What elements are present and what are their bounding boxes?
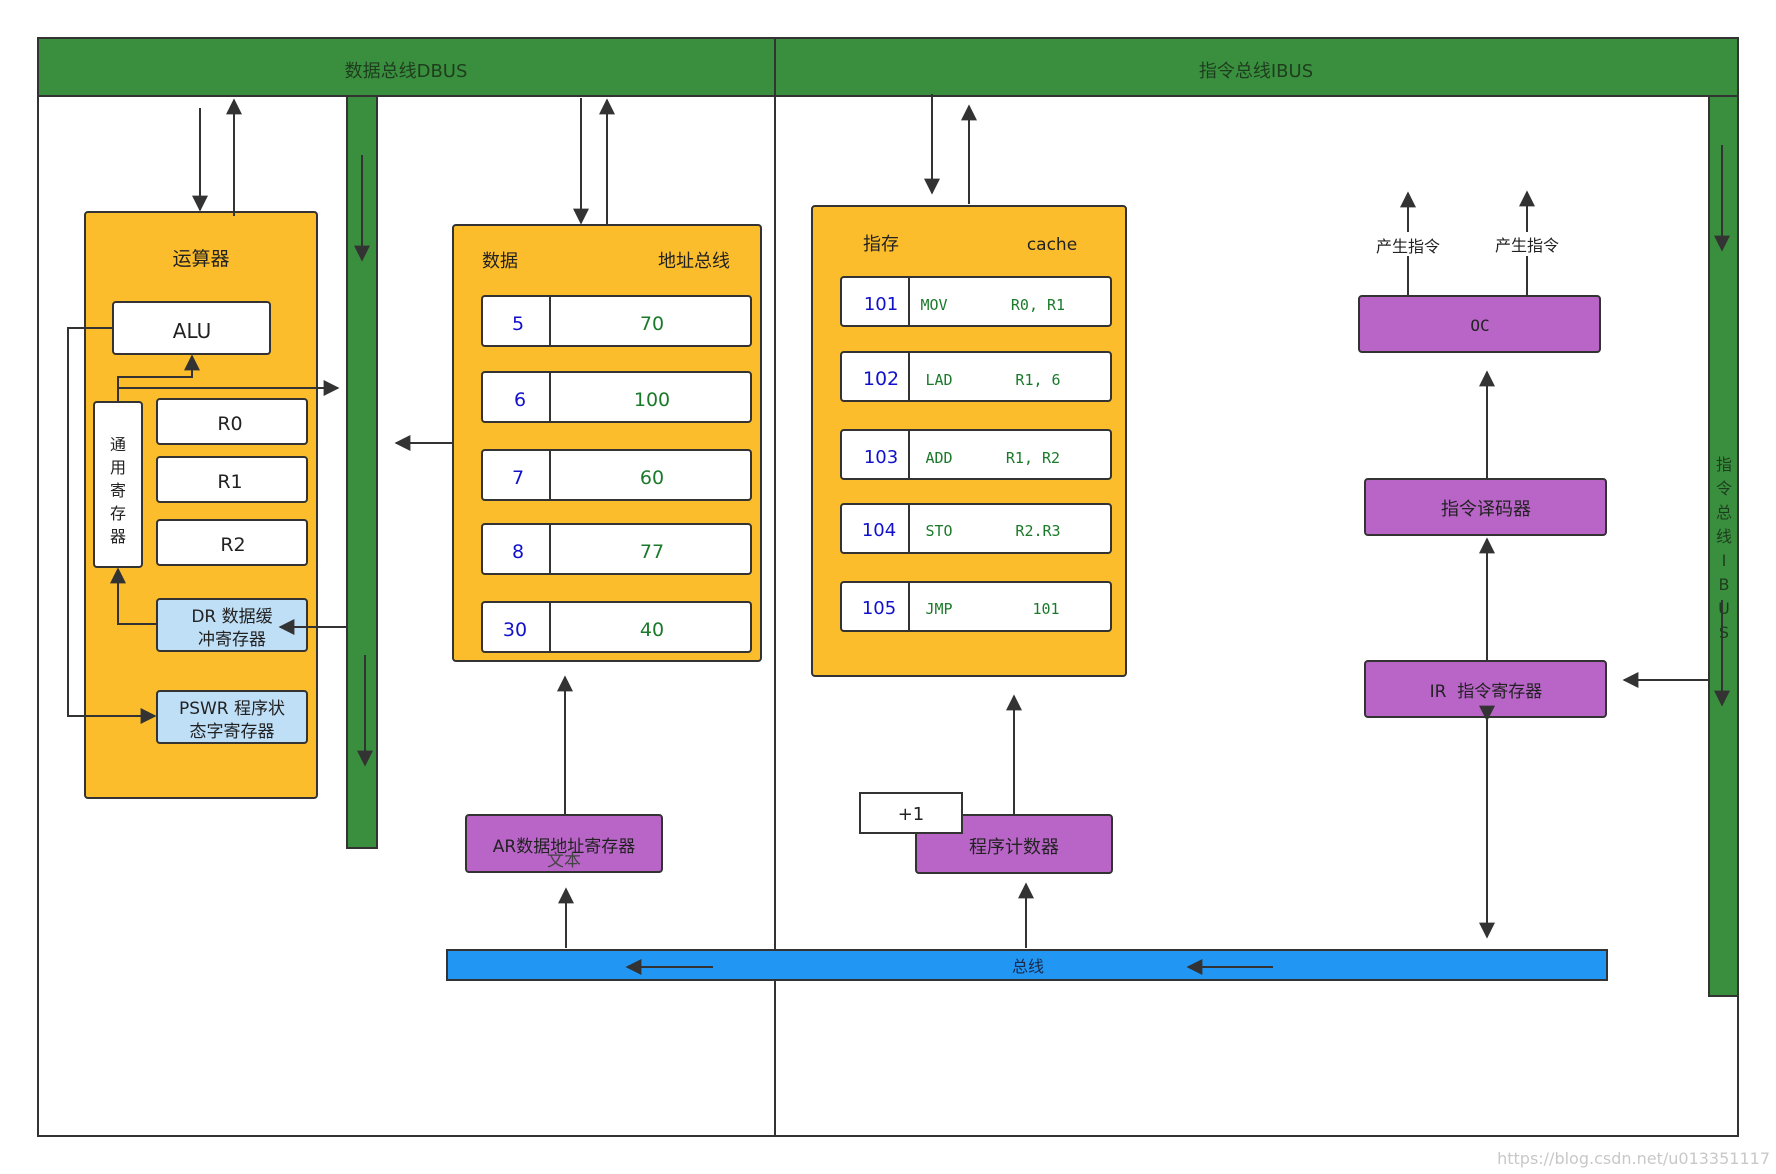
register-r2 [156, 519, 308, 566]
memory-row-value: 100 [634, 389, 670, 411]
cache-row-args: R1, R2 [1006, 449, 1060, 467]
cache-row-addr: 101 [864, 294, 898, 315]
watermark: https://blog.csdn.net/u013351117 [1497, 1149, 1770, 1168]
pc-register [915, 814, 1113, 874]
register-r2-label: R2 [220, 534, 245, 556]
cache-col-cache: cache [1027, 235, 1077, 255]
cache-row-args: 101 [1032, 600, 1059, 618]
memory-col-data: 数据 [482, 251, 518, 272]
gen-left-bg [1369, 232, 1447, 256]
dr-label-line2: 冲寄存器 [198, 630, 266, 650]
ibus-label: 指令总线IBUS [1199, 61, 1313, 82]
dr-label-line1: DR 数据缓 [191, 607, 272, 627]
memory-row-value: 70 [640, 313, 664, 335]
ar-label: AR数据地址寄存器 [493, 837, 635, 857]
cache-row-addr: 103 [864, 447, 898, 468]
cache-row-op: JMP [925, 600, 952, 618]
svg-text:用: 用 [110, 458, 126, 477]
pc-increment-label: +1 [898, 804, 925, 825]
oc-label: OC [1470, 316, 1489, 335]
ir-label: IR 指令寄存器 [1430, 682, 1543, 702]
gen-instruction-right: 产生指令 [1495, 236, 1559, 255]
register-r1 [156, 456, 308, 503]
cache-row-args: R2.R3 [1015, 522, 1060, 540]
memory-row-addr: 30 [503, 619, 527, 641]
ibus-vertical-label: 指 令 总 线 I B U S [1716, 455, 1732, 642]
memory-row: 30 40 [481, 601, 752, 653]
memory-row-value: 40 [640, 619, 664, 641]
svg-text:通: 通 [110, 435, 126, 454]
register-r0-label: R0 [217, 413, 242, 435]
svg-text:令: 令 [1716, 479, 1732, 498]
memory-col-addr: 地址总线 [658, 251, 730, 272]
cache-row-addr: 102 [863, 368, 899, 390]
alu-label: ALU [173, 319, 211, 343]
decoder-label: 指令译码器 [1441, 499, 1531, 520]
cache-row-op: STO [925, 522, 952, 540]
cache-col-instr: 指存 [863, 234, 899, 255]
memory-box [452, 224, 762, 662]
pswr-register [156, 690, 308, 744]
dr-to-gpr-arrow [110, 567, 157, 625]
cache-row-addr: 104 [862, 520, 896, 541]
cache-row-args: R1, 6 [1015, 371, 1060, 389]
decoder-box [1364, 478, 1607, 536]
pswr-label-line2: 态字寄存器 [190, 722, 275, 742]
cache-row-addr: 105 [862, 598, 896, 619]
svg-text:器: 器 [110, 527, 126, 546]
gpr-label: 通 用 寄 存 器 [110, 435, 126, 546]
ibus-vertical-bar [1708, 95, 1739, 997]
dbus-vertical-bar [346, 95, 378, 849]
memory-row-addr: 7 [512, 467, 524, 489]
cache-row: 103 ADD R1, R2 [840, 429, 1112, 480]
cache-row-op: ADD [925, 449, 952, 467]
alu-unit-title: 运算器 [172, 248, 229, 270]
oc-box [1358, 295, 1601, 353]
alu-to-pswr-arrow [67, 327, 157, 724]
svg-text:总: 总 [1716, 503, 1732, 522]
svg-text:U: U [1718, 599, 1730, 618]
memory-row: 8 77 [481, 523, 752, 575]
pswr-label-line1: PSWR 程序状 [179, 699, 285, 719]
register-r1-label: R1 [217, 471, 242, 493]
gpr-to-dbus-arrow [117, 380, 340, 396]
ar-register [465, 814, 663, 873]
svg-text:寄: 寄 [110, 481, 126, 500]
memory-row-addr: 8 [512, 541, 524, 563]
ibus-bar [774, 37, 1739, 97]
cache-row-args: R0, R1 [1011, 296, 1065, 314]
memory-row-value: 60 [640, 467, 664, 489]
main-bus-label: 总线 [1012, 957, 1044, 976]
pc-increment-box [859, 792, 963, 834]
svg-text:S: S [1719, 623, 1729, 642]
cache-row: 101 MOV R0, R1 [840, 276, 1112, 327]
pc-label: 程序计数器 [969, 837, 1059, 858]
memory-row: 6 100 [481, 371, 752, 423]
svg-text:线: 线 [1716, 527, 1732, 546]
svg-text:指: 指 [1716, 455, 1732, 474]
memory-row-value: 77 [640, 541, 664, 563]
memory-row: 5 70 [481, 295, 752, 347]
gen-right-bg [1488, 232, 1566, 256]
cache-row: 105 JMP 101 [840, 581, 1112, 632]
svg-text:I: I [1722, 551, 1727, 570]
dbus-bar [37, 37, 776, 97]
memory-row: 7 60 [481, 449, 752, 501]
svg-text:存: 存 [110, 504, 126, 523]
cache-row-op: MOV [920, 296, 947, 314]
memory-row-addr: 6 [514, 389, 526, 411]
dbus-label: 数据总线DBUS [345, 61, 468, 82]
ar-overlay-text: 文本 [547, 851, 581, 871]
svg-text:B: B [1719, 575, 1730, 594]
cache-row-op: LAD [925, 371, 952, 389]
memory-row-addr: 5 [512, 313, 524, 335]
cache-row: 104 STO R2.R3 [840, 503, 1112, 554]
register-r0 [156, 398, 308, 445]
gen-instruction-left: 产生指令 [1376, 237, 1440, 256]
cache-row: 102 LAD R1, 6 [840, 351, 1112, 402]
